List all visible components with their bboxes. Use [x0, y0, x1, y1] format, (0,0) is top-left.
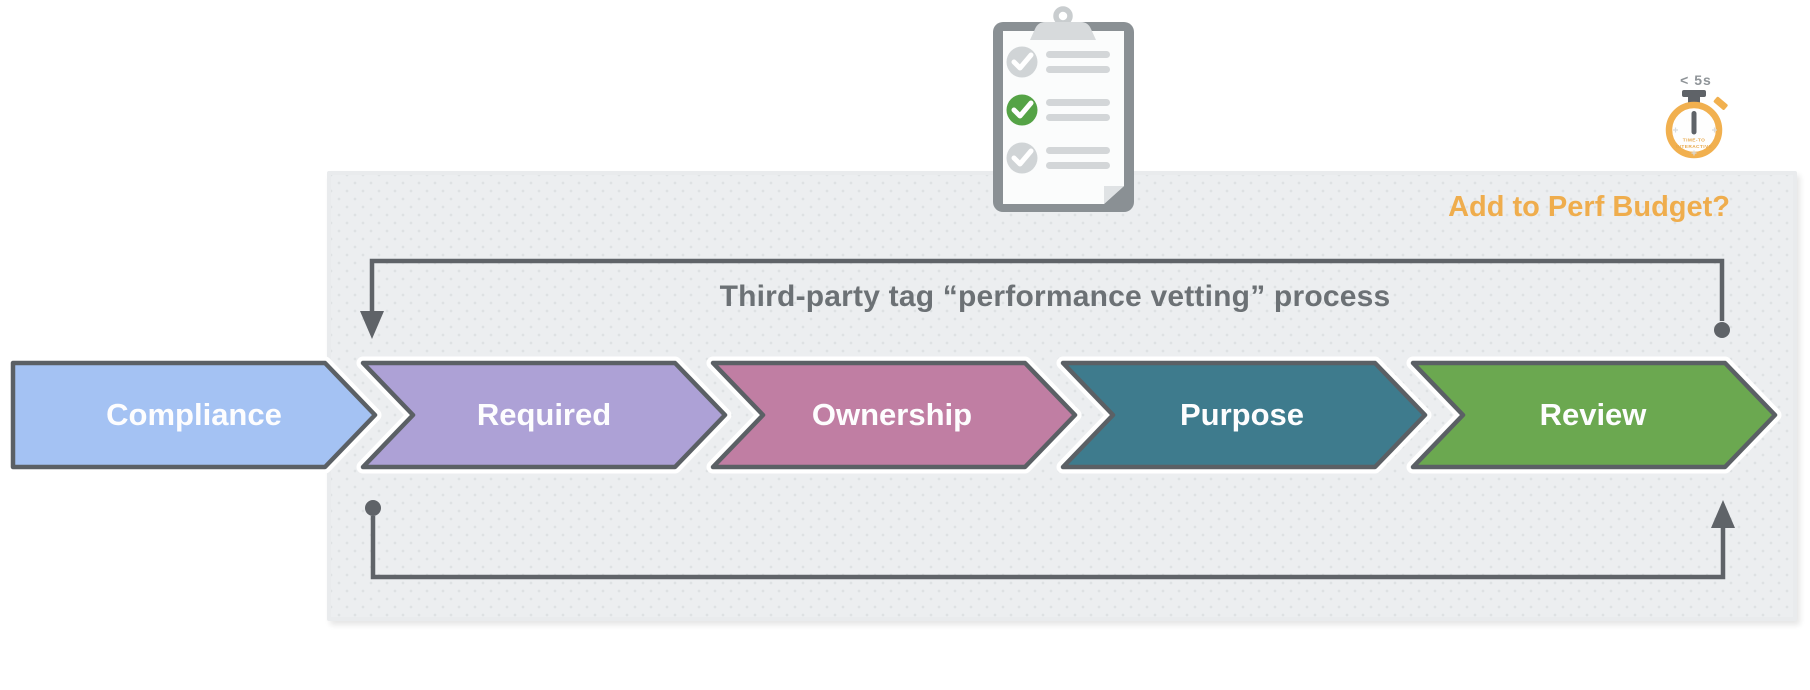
budget-question-label: Add to Perf Budget?	[1448, 191, 1730, 223]
chevron-required	[356, 356, 732, 474]
chevron-review	[1406, 356, 1782, 474]
stopwatch-face-label-line1: TIME-TO	[1683, 138, 1705, 144]
checklist-clipboard-icon	[993, 6, 1134, 212]
bottom-connector-endpoint-dot	[365, 500, 381, 516]
chevron-compliance	[6, 356, 382, 474]
step-label-compliance: Compliance	[106, 397, 282, 432]
step-label-purpose: Purpose	[1179, 397, 1305, 432]
step-label-required: Required	[476, 397, 612, 432]
step-label-ownership: Ownership	[811, 397, 973, 432]
bottom-connector-arrowhead-icon	[1711, 500, 1735, 528]
bottom-connector-line	[370, 516, 1726, 580]
top-connector-line	[369, 258, 1725, 321]
process-title: Third-party tag “performance vetting” pr…	[719, 280, 1391, 313]
stopwatch-face-label-line2: INTERACTIVE	[1676, 144, 1713, 150]
chevron-ownership	[706, 356, 1082, 474]
stopwatch-icon: TIME-TO INTERACTIVE	[1665, 90, 1728, 159]
top-connector-endpoint-dot	[1714, 322, 1730, 338]
step-label-review: Review	[1539, 397, 1647, 432]
timer-duration-label: < 5s	[1680, 72, 1712, 88]
top-connector-arrowhead-icon	[360, 311, 384, 339]
chevron-purpose	[1056, 356, 1432, 474]
